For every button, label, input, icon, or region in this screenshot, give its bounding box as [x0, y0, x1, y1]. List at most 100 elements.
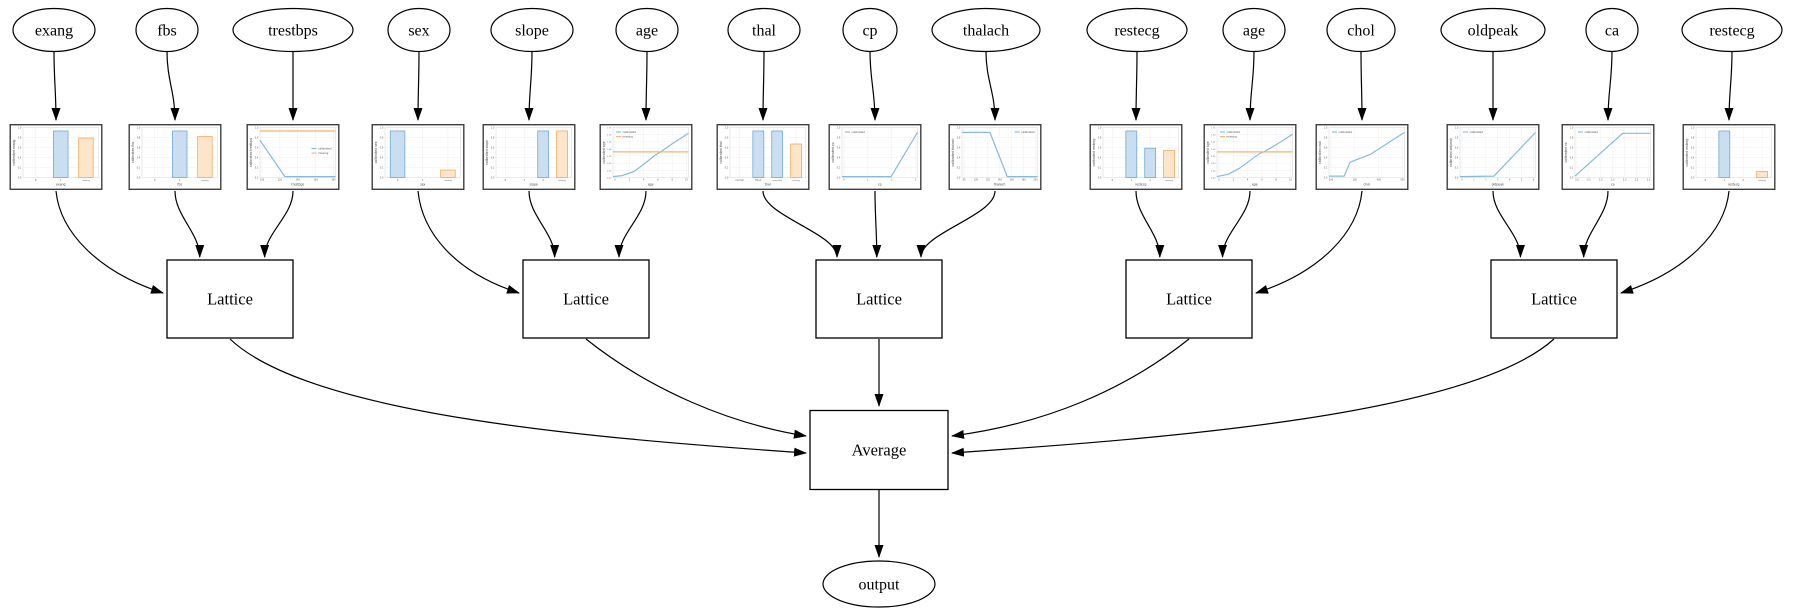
svg-text:0.8: 0.8: [380, 136, 384, 139]
chart-ylabel: calibrated oldpeak: [1449, 138, 1453, 167]
feature-ellipse: [842, 7, 898, 53]
svg-text:0.8: 0.8: [1324, 136, 1328, 139]
svg-text:3.0: 3.0: [1647, 179, 1651, 182]
svg-text:0.4: 0.4: [255, 156, 259, 159]
svg-text:0.0: 0.0: [1324, 176, 1328, 179]
edge-chart-to-lattice: [1579, 190, 1609, 258]
feature-node-cp: cp: [842, 7, 898, 53]
svg-text:4: 4: [643, 179, 645, 182]
chart-xlabel: cp: [878, 183, 882, 187]
calibration-chart-age-10: 0.000.250.500.751.001.251.501.75calibrat…: [1203, 123, 1297, 190]
svg-text:0: 0: [154, 179, 156, 182]
svg-text:missing: missing: [792, 180, 800, 182]
legend-label: calibrated: [1585, 130, 1599, 134]
svg-text:0.2: 0.2: [1455, 166, 1459, 169]
feature-node-restecg-14: restecg: [1681, 7, 1783, 53]
chart-ylabel: calibrated chol: [1318, 141, 1322, 164]
chart-xlabel: thalach: [994, 183, 1006, 187]
lattice-label: Lattice: [563, 290, 609, 309]
svg-text:0.4: 0.4: [1455, 156, 1459, 159]
svg-text:1.0: 1.0: [1599, 179, 1603, 182]
chart-ylabel: calibrated slope: [485, 140, 489, 165]
svg-text:0.50: 0.50: [1211, 163, 1216, 165]
chart-ylabel: calibrated restecg: [1092, 138, 1096, 166]
chart-ylabel: calibrated age: [602, 141, 606, 163]
edge-lattice-to-average: [585, 338, 807, 439]
svg-text:0.0: 0.0: [957, 176, 961, 179]
svg-text:missing: missing: [201, 180, 209, 182]
svg-text:reversible: reversible: [773, 179, 783, 182]
svg-text:0: 0: [35, 179, 37, 182]
bar-calibrated: [389, 130, 406, 178]
svg-text:0.4: 0.4: [380, 156, 384, 159]
feature-ellipse: [1222, 7, 1286, 53]
svg-text:0: 0: [1218, 179, 1220, 182]
chart-xlabel: age: [1252, 183, 1258, 187]
feature-label: restecg: [1114, 23, 1159, 40]
svg-text:0.0: 0.0: [1098, 176, 1102, 179]
svg-text:3: 3: [1497, 179, 1499, 182]
chart-xlabel: oldpeak: [1492, 183, 1504, 187]
svg-text:140: 140: [296, 179, 301, 182]
svg-text:0.4: 0.4: [1691, 156, 1695, 159]
svg-text:0.0: 0.0: [837, 176, 841, 179]
chart-xlabel: fbs: [177, 183, 182, 187]
svg-text:1.0: 1.0: [18, 126, 22, 129]
line-calibrated: [1329, 131, 1405, 177]
svg-text:0.2: 0.2: [491, 166, 495, 169]
svg-text:80: 80: [963, 179, 966, 182]
legend-label: missing: [1227, 135, 1238, 139]
svg-text:100: 100: [260, 179, 265, 182]
svg-text:180: 180: [331, 179, 336, 182]
edge-chart-to-lattice: [1492, 190, 1525, 258]
svg-text:1.75: 1.75: [1211, 127, 1216, 129]
feature-label: thalach: [963, 23, 1009, 40]
svg-text:8: 8: [1275, 179, 1277, 182]
feature-node-age-10: age: [1222, 7, 1286, 53]
bar-calibrated: [771, 130, 784, 178]
lattice-node-1: Lattice: [166, 259, 294, 339]
svg-text:1.5: 1.5: [1611, 179, 1615, 182]
svg-text:0.4: 0.4: [18, 156, 22, 159]
lattice-label: Lattice: [856, 290, 902, 309]
lattice-node-4: Lattice: [1125, 259, 1253, 339]
bar-missing: [440, 169, 456, 178]
svg-text:1.50: 1.50: [1211, 135, 1216, 137]
svg-text:0.0: 0.0: [137, 176, 141, 179]
edge-chart-to-lattice: [174, 190, 205, 258]
svg-text:missing: missing: [558, 180, 566, 182]
chart-ylabel: calibrated sex: [374, 141, 378, 163]
feature-ellipse: [387, 7, 451, 53]
svg-text:0.25: 0.25: [607, 170, 612, 172]
edge-feature-to-chart: [985, 51, 1000, 121]
svg-text:1.0: 1.0: [1098, 126, 1102, 129]
svg-text:1.0: 1.0: [380, 126, 384, 129]
output-node: output: [822, 560, 936, 608]
feature-ellipse: [1326, 7, 1396, 53]
svg-text:6: 6: [657, 179, 659, 182]
feature-node-age: age: [615, 7, 679, 53]
svg-text:2: 2: [1233, 179, 1235, 182]
svg-text:0.0: 0.0: [18, 176, 22, 179]
svg-text:8: 8: [671, 179, 673, 182]
svg-text:6: 6: [1261, 179, 1263, 182]
svg-text:0: 0: [843, 179, 845, 182]
svg-text:0.8: 0.8: [725, 136, 729, 139]
svg-text:1: 1: [60, 179, 62, 182]
svg-text:0.25: 0.25: [1211, 170, 1216, 172]
feature-node-ca-13: ca: [1585, 7, 1639, 53]
svg-text:0.8: 0.8: [1098, 136, 1102, 139]
feature-ellipse: [1585, 7, 1639, 53]
svg-text:1: 1: [1724, 179, 1726, 182]
feature-label: exang: [35, 23, 73, 40]
lattice-node-3: Lattice: [815, 259, 943, 339]
bar-calibrated: [1125, 130, 1138, 178]
edge-chart-to-lattice: [1135, 190, 1165, 258]
svg-text:0.4: 0.4: [1570, 156, 1574, 159]
svg-text:0.0: 0.0: [491, 176, 495, 179]
svg-text:0: 0: [614, 179, 616, 182]
chart-xlabel: trestbps: [291, 183, 304, 187]
